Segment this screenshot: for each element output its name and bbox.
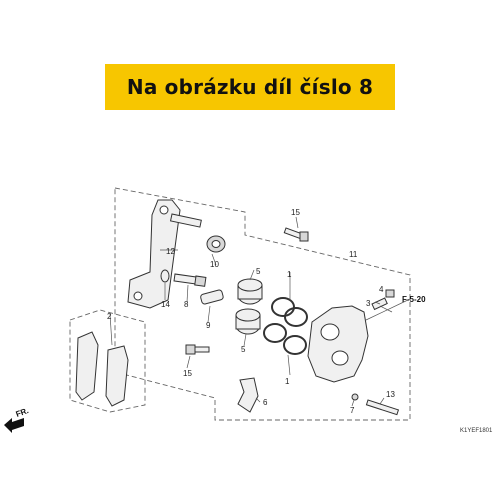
front-arrow-icon [4,418,24,433]
callout-9: 9 [206,321,211,330]
ring [160,269,170,283]
callout-12: 12 [166,247,175,256]
callout-13: 13 [386,390,395,399]
callout-4: 4 [379,285,384,294]
callout-8: 8 [184,300,189,309]
callout-5-top: 5 [256,267,261,276]
seal-3 [263,323,287,343]
callout-10: 10 [210,260,219,269]
banner-text: Na obrázku díl číslo 8 [126,75,374,99]
caliper-body [307,305,369,383]
bolt-top-head [299,231,309,242]
seal-2 [284,307,308,327]
bracket-pin [169,213,202,228]
callout-1-bottom: 1 [285,377,290,386]
callout-6: 6 [263,398,268,407]
callout-2: 2 [107,312,112,321]
callout-5-bottom: 5 [241,345,246,354]
seal-4 [283,335,307,355]
brake-pad-left [75,331,99,401]
front-label: FR. [15,406,30,419]
callout-15-bottom: 15 [183,369,192,378]
callout-15-top: 15 [291,208,300,217]
bleeder-cap [385,289,395,298]
title-banner: Na obrázku díl číslo 8 [105,64,395,110]
callout-14: 14 [161,300,170,309]
pin-part-8-head [194,275,207,287]
callout-3: 3 [366,299,371,308]
seal-1 [271,297,295,317]
bolt-lower [194,346,210,353]
pad-pin [365,399,400,416]
pad-group-boundary [69,309,146,413]
callout-1-top: 1 [287,270,292,279]
washer [351,393,359,401]
reference-label: F-5-20 [402,295,426,304]
callout-7: 7 [350,406,355,415]
pad-spring [237,377,259,413]
assembly-boundary [114,187,411,421]
diagram-code: K1YEF1801 [460,428,493,434]
brake-pad-right [105,345,129,407]
callout-11: 11 [349,250,358,259]
pin-part-9 [200,289,224,305]
bolt-lower-head [185,344,196,355]
